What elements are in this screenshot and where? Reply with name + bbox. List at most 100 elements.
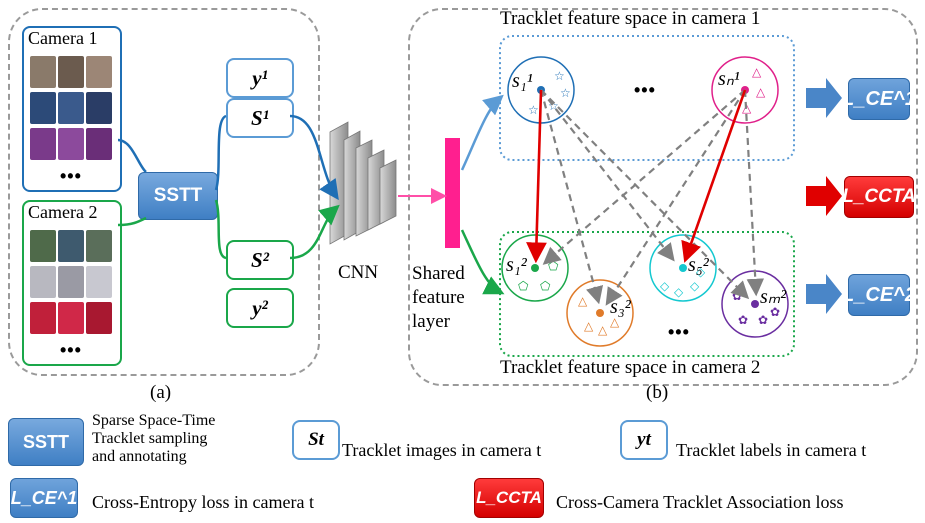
s2-box: S² — [226, 240, 294, 280]
svg-text:⬠: ⬠ — [540, 279, 551, 293]
camera1-ellipsis: ••• — [60, 166, 82, 186]
legend-st-desc: Tracklet images in camera t — [342, 440, 542, 460]
camera1-image — [30, 92, 56, 124]
camera2-image — [58, 230, 84, 262]
svg-text:△: △ — [756, 85, 766, 99]
assoc-sn1-s12 — [542, 89, 746, 265]
arrow-to-ccta — [806, 176, 842, 216]
label-s3-2: s₃² — [610, 296, 631, 318]
legend-ccta-badge: L_CCTA — [474, 478, 544, 518]
svg-text:△: △ — [584, 319, 594, 333]
label-sn-1: sₙ¹ — [718, 68, 740, 90]
camera1-image — [86, 92, 112, 124]
match-sn1-s52 — [681, 89, 747, 263]
camera2-title: Camera 2 — [28, 202, 98, 222]
assoc-s11-s32 — [539, 89, 604, 305]
cnn-label: CNN — [338, 262, 379, 283]
panel-a — [8, 8, 320, 376]
y2-box: y² — [226, 288, 294, 328]
camera1-title: Camera 1 — [28, 28, 98, 48]
space1-title: Tracklet feature space in camera 1 — [500, 8, 761, 29]
svg-text:✿: ✿ — [758, 313, 768, 327]
camera1-image — [58, 56, 84, 88]
arrow-to-ce1 — [806, 78, 842, 118]
legend-sstt-desc: Sparse Space-Time Tracklet sampling and … — [92, 412, 216, 465]
camera1-image — [30, 128, 56, 160]
camera2-image — [86, 230, 112, 262]
space2-rect — [499, 231, 795, 357]
s2-to-cnn — [289, 204, 340, 260]
camera2-ellipsis: ••• — [60, 340, 82, 360]
shared-to-space1 — [460, 94, 504, 171]
camera2-box: Camera 2 ••• — [22, 200, 122, 366]
panel-a-caption: (a) — [150, 382, 172, 403]
shared-layer-label: Shared feature layer — [412, 263, 465, 332]
svg-text:☆: ☆ — [560, 86, 571, 100]
cam1-to-sstt — [117, 138, 147, 173]
camera2-image — [86, 302, 112, 334]
svg-text:◇: ◇ — [674, 285, 684, 299]
camera2-image — [30, 266, 56, 298]
svg-text:⬠: ⬠ — [548, 259, 559, 273]
svg-text:⬠: ⬠ — [518, 279, 529, 293]
loss-ce1-text: L_CE^1 — [842, 87, 916, 110]
svg-text:△: △ — [578, 294, 588, 308]
svg-text:✿: ✿ — [738, 313, 748, 327]
svg-text:◇: ◇ — [690, 279, 700, 293]
legend-st-box: St — [292, 420, 340, 460]
svg-text:◇: ◇ — [696, 265, 706, 279]
legend-ce-desc: Cross-Entropy loss in camera t — [92, 492, 314, 512]
legend-yt-desc: Tracklet labels in camera t — [676, 440, 867, 460]
camera1-image — [58, 92, 84, 124]
cam2-to-sstt — [117, 216, 147, 227]
y1-box: y¹ — [226, 58, 294, 98]
camera2-image — [30, 230, 56, 262]
camera1-box: Camera 1 ••• — [22, 26, 122, 192]
loss-ce2-text: L_CE^2 — [842, 283, 916, 306]
assoc-sn1-s32 — [605, 89, 746, 306]
space1-rect — [499, 35, 795, 161]
camera2-image — [86, 266, 112, 298]
shared-to-space2 — [460, 229, 505, 295]
loss-ce2-badge: L_CE^2 — [842, 274, 916, 316]
svg-text:☆: ☆ — [528, 103, 539, 117]
cnn-block — [329, 121, 397, 245]
s1-to-cnn — [289, 114, 339, 201]
s1-box: S¹ — [226, 98, 294, 138]
camera2-image — [58, 302, 84, 334]
loss-ce1-badge: L_CE^1 — [842, 78, 916, 120]
camera1-image — [58, 128, 84, 160]
label-s5-2: s₅² — [688, 254, 709, 276]
svg-text:△: △ — [752, 65, 762, 79]
sstt-to-s1 — [214, 114, 227, 191]
space2-title: Tracklet feature space in camera 2 — [500, 357, 761, 378]
svg-text:☆: ☆ — [554, 69, 565, 83]
label-s1-2: s₁² — [506, 254, 527, 276]
svg-text:✿: ✿ — [770, 305, 780, 319]
arrow-to-ce2 — [806, 274, 842, 314]
svg-text:△: △ — [610, 315, 620, 329]
sstt-to-s2 — [214, 199, 227, 260]
legend-sstt-badge: SSTT — [8, 418, 84, 466]
svg-text:△: △ — [598, 323, 608, 337]
ellipsis-space2: ••• — [668, 322, 690, 342]
legend-ccta-desc: Cross-Camera Tracklet Association loss — [556, 492, 844, 512]
legend-yt-box: yt — [620, 420, 668, 460]
match-s11-s12 — [526, 89, 547, 264]
camera2-image — [30, 302, 56, 334]
svg-text:☆: ☆ — [548, 99, 559, 113]
assoc-sn1-sm2 — [743, 89, 765, 297]
label-s1-1: s₁¹ — [512, 70, 533, 92]
ellipsis-space1: ••• — [634, 80, 656, 100]
camera1-image — [86, 56, 112, 88]
svg-text:◇: ◇ — [660, 279, 670, 293]
loss-ccta-badge: L_CCTA — [842, 176, 916, 218]
label-sm-2: sₘ² — [760, 286, 787, 308]
assoc-s11-sm2 — [540, 89, 750, 300]
sstt-block: SSTT — [138, 172, 218, 220]
loss-ccta-text: L_CCTA — [842, 186, 916, 207]
shared-feature-layer — [445, 138, 460, 248]
camera2-image — [58, 266, 84, 298]
panel-b-caption: (b) — [646, 382, 669, 403]
